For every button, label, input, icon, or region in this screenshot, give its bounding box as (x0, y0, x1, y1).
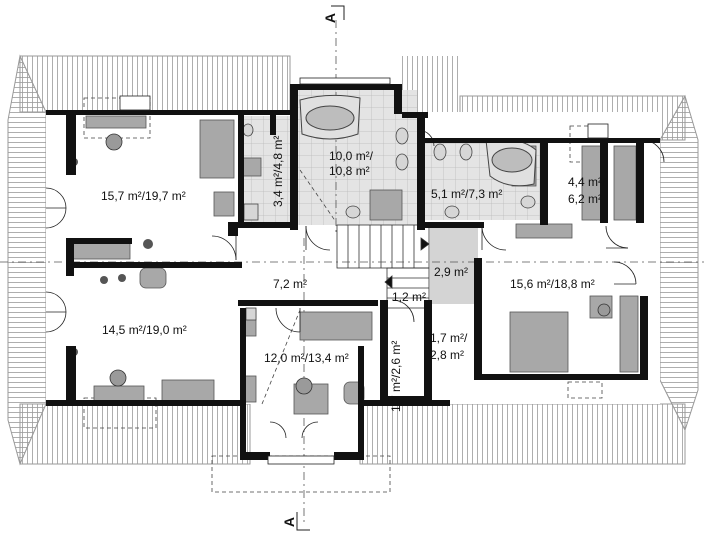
room-label-hall: 7,2 m² (273, 277, 308, 291)
room-label-stair: 1,2 m² (392, 290, 427, 304)
washer (242, 157, 262, 177)
desk-top-left (85, 115, 147, 129)
landing-fill (430, 228, 478, 304)
room-label-toilet: 3,4 m²/4,8 m² (271, 135, 285, 207)
furniture (67, 115, 639, 415)
radiator-right (515, 223, 573, 239)
walls (46, 84, 660, 460)
roof-bottom-right (359, 403, 686, 465)
stairs (336, 224, 430, 309)
room-label-corridor: 1,7 m²/2,6 m² (389, 340, 403, 412)
windows (119, 77, 609, 465)
room-label-top-left: 15,7 m²/19,7 m² (101, 189, 186, 203)
roof-side-right (659, 94, 699, 432)
section-marker-top: A (322, 12, 338, 24)
shower (369, 189, 403, 221)
room-label-center: 12,0 m²/13,4 m² (264, 351, 349, 365)
room-label-landing: 2,9 m² (434, 265, 469, 279)
bathtubs (299, 94, 537, 187)
room-label-bottom-left: 14,5 m²/19,0 m² (102, 323, 187, 337)
room-label-store: 1,7 m²/ 2,8 m² (430, 331, 468, 362)
bed-center (299, 311, 373, 341)
fixtures (242, 123, 536, 321)
sideboard (67, 242, 131, 260)
room-label-bath-small: 5,1 m²/7,3 m² (431, 187, 503, 201)
bed-top-left (199, 119, 235, 179)
doors (45, 129, 665, 439)
roof-side-left (7, 54, 47, 466)
section-marker-bottom: A (281, 516, 297, 528)
room-label-bedroom-right: 15,6 m²/18,8 m² (510, 277, 595, 291)
roof-bottom-left (19, 403, 251, 465)
armchair (139, 267, 167, 289)
roof-projection-diagonals (261, 169, 337, 405)
wardrobe-closet-b (613, 145, 637, 221)
chairs (105, 133, 611, 395)
roof-ridges (19, 55, 686, 465)
room-label-closet: 4,4 m²/ 6,2 m² (568, 175, 606, 206)
bed-right (509, 311, 569, 373)
chair-top-left (213, 191, 235, 217)
wardrobe-right (619, 295, 639, 373)
room-label-bath-main: 10,0 m²/ 10,8 m² (329, 149, 374, 178)
roof-top-left (19, 55, 291, 113)
